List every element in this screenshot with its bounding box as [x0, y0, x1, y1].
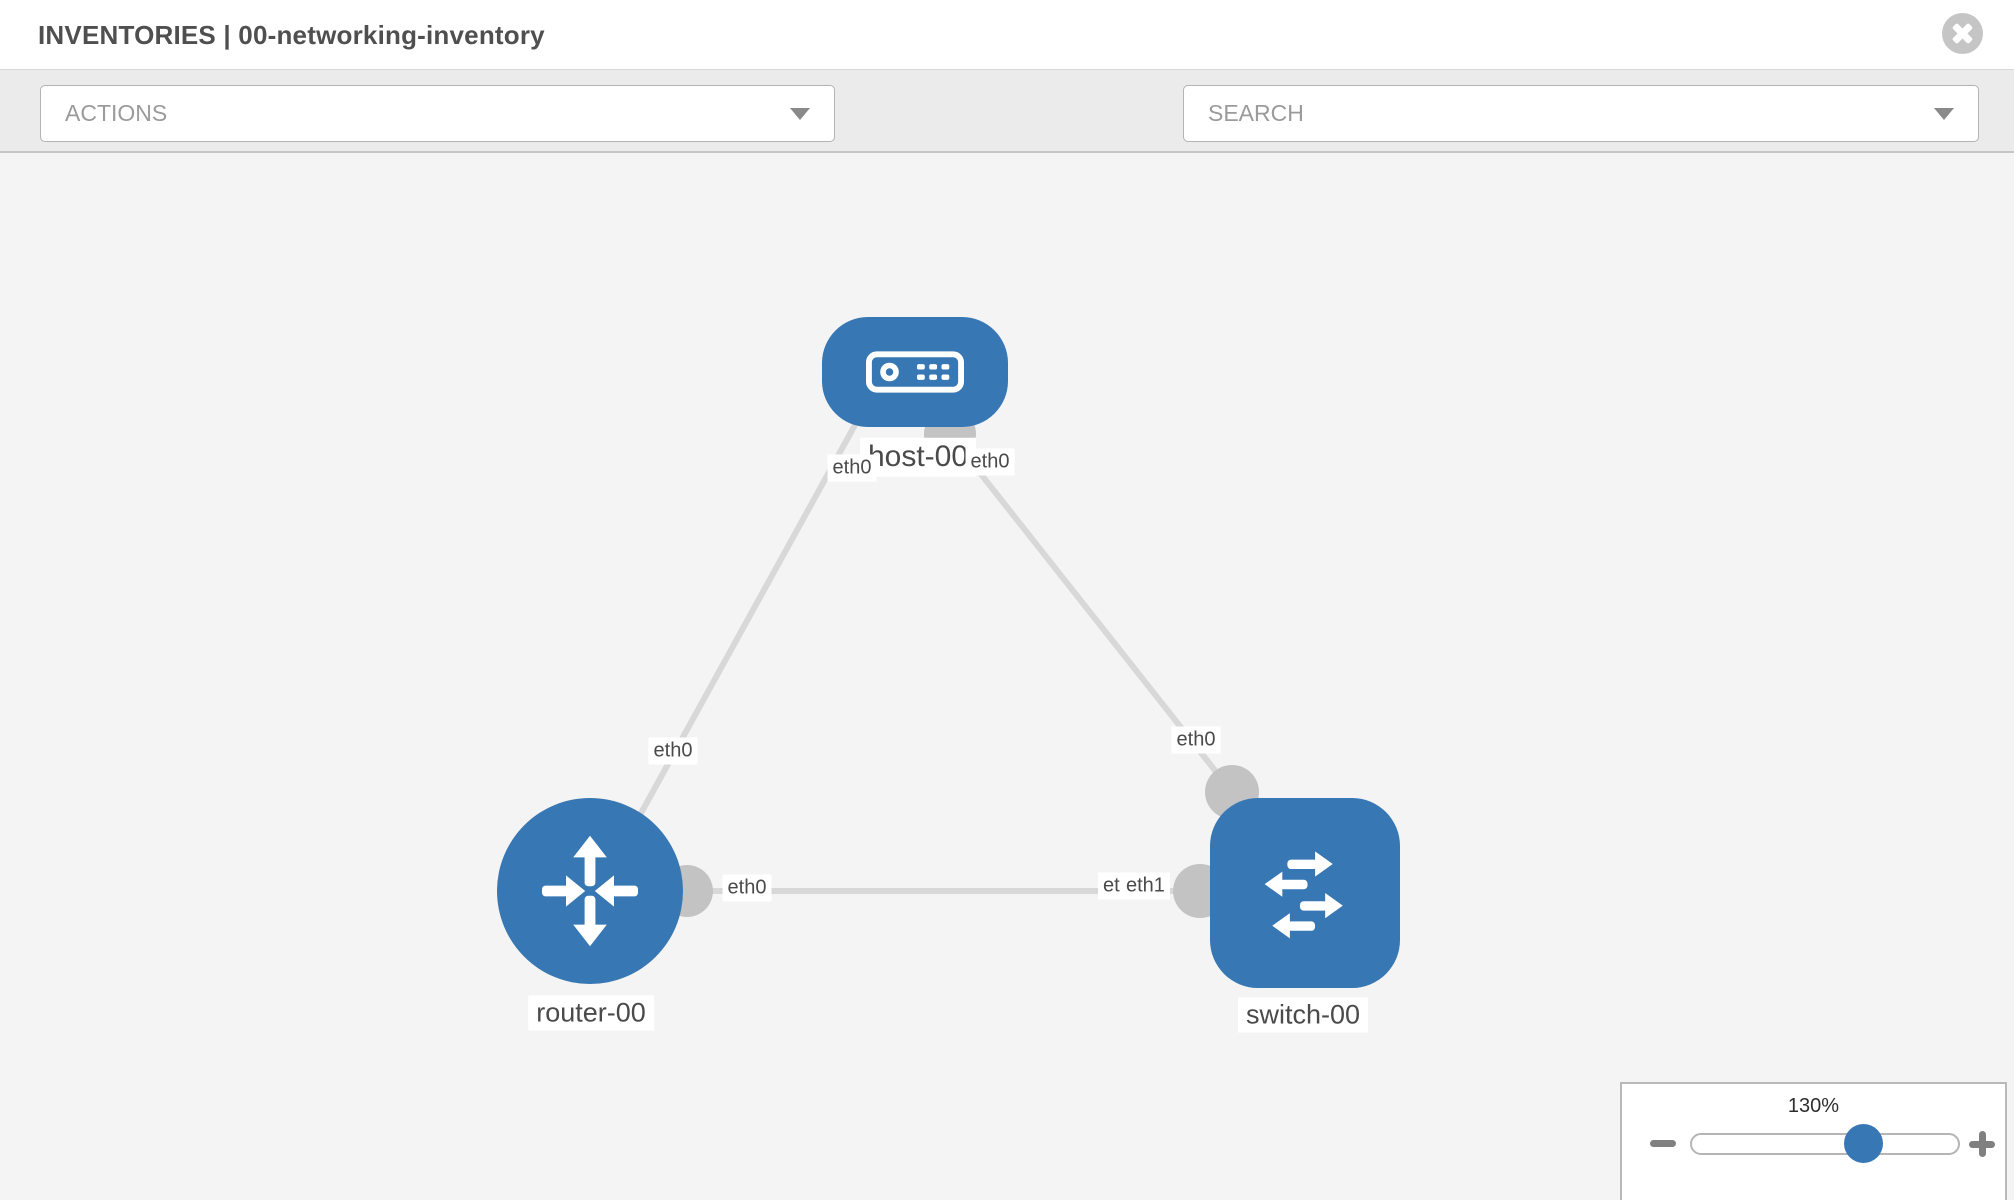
node-label-host: host-00	[859, 437, 977, 477]
chevron-down-icon	[790, 107, 810, 120]
zoom-level-label: 130%	[1787, 1095, 1840, 1117]
node-host-00[interactable]	[822, 317, 1008, 427]
interface-label: eth0	[1171, 726, 1221, 754]
zoom-panel: 130%	[1620, 1082, 2007, 1200]
node-router-00[interactable]	[497, 798, 683, 984]
interface-label: eth0	[648, 737, 698, 765]
zoom-out-button[interactable]	[1650, 1140, 1676, 1147]
actions-dropdown[interactable]: ACTIONS	[40, 85, 835, 142]
interface-label: eth0	[722, 874, 772, 902]
page-title: INVENTORIES | 00-networking-inventory	[38, 20, 545, 50]
header: INVENTORIES | 00-networking-inventory	[0, 0, 2014, 69]
zoom-slider-handle[interactable]	[1844, 1124, 1883, 1163]
links-layer	[637, 408, 1259, 918]
search-dropdown-label: SEARCH	[1208, 100, 1304, 126]
zoom-in-button[interactable]	[1962, 1124, 2002, 1164]
actions-dropdown-label: ACTIONS	[65, 100, 168, 126]
switch-icon	[1264, 851, 1343, 939]
zoom-slider-track[interactable]	[1690, 1133, 1960, 1155]
node-switch-00[interactable]	[1210, 798, 1400, 988]
interface-label: eth1	[1121, 872, 1170, 900]
router-icon	[542, 835, 638, 947]
node-label-switch: switch-00	[1237, 997, 1369, 1033]
topology-canvas[interactable]: host-00 router-00 switch-00 eth0 eth0 et…	[0, 153, 2014, 1200]
plus-icon	[1978, 1131, 1986, 1157]
interface-label-clipped: et	[1098, 872, 1125, 900]
interface-label: eth0	[827, 454, 877, 482]
chevron-down-icon	[1934, 107, 1954, 120]
toolbar: ACTIONS SEARCH	[0, 69, 2014, 212]
server-icon	[866, 351, 964, 393]
close-button[interactable]	[1942, 13, 1983, 54]
search-dropdown[interactable]: SEARCH	[1183, 85, 1979, 142]
interface-label: eth0	[965, 448, 1015, 476]
node-label-router: router-00	[528, 995, 654, 1031]
